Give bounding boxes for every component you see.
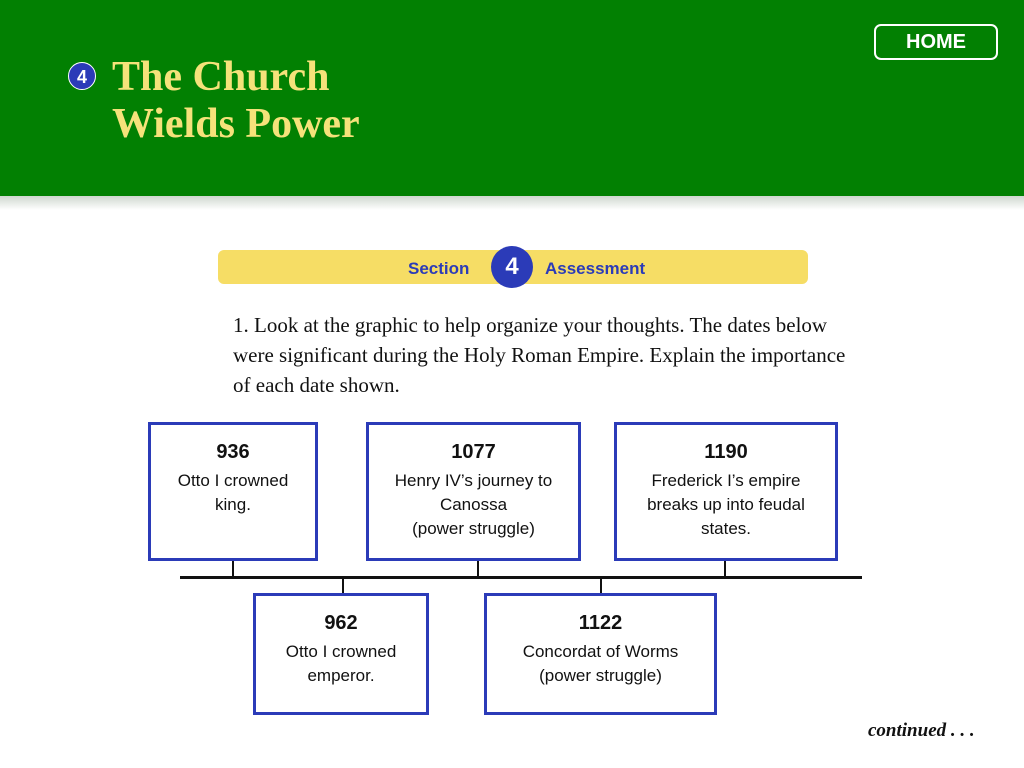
timeline-description: Otto I crowned king. (177, 471, 289, 514)
timeline-axis (180, 576, 862, 579)
timeline-description: Otto I crowned emperor. (285, 642, 397, 685)
timeline-tick (724, 561, 726, 577)
page-title: The Church Wields Power (112, 54, 360, 148)
timeline-year: 1190 (704, 441, 748, 463)
timeline-box-1077: 1077 Henry IV’s journey to Canossa (powe… (366, 422, 581, 561)
timeline-description: Frederick I’s empire breaks up into feud… (647, 471, 805, 538)
assessment-section-number: 4 (491, 246, 533, 288)
timeline-tick (600, 578, 602, 594)
timeline-year: 1122 (578, 612, 623, 634)
header-banner (0, 0, 1024, 196)
home-button[interactable]: HOME (874, 24, 998, 60)
timeline-year: 936 (216, 441, 250, 463)
timeline-tick (232, 561, 234, 577)
title-line-1: The Church (112, 54, 330, 100)
timeline-box-1122: 1122 Concordat of Worms (power struggle) (484, 593, 717, 715)
section-number-badge: 4 (68, 62, 96, 90)
assessment-label: Assessment (545, 259, 646, 278)
timeline-box-936: 936 Otto I crowned king. (148, 422, 318, 561)
continued-label: continued . . . (868, 720, 975, 741)
question-text: 1. Look at the graphic to help organize … (233, 313, 846, 397)
timeline-description: Henry IV’s journey to Canossa (power str… (394, 471, 553, 538)
timeline-box-962: 962 Otto I crowned emperor. (253, 593, 429, 715)
timeline-year: 1077 (451, 441, 496, 463)
assessment-section-label: Section (408, 259, 470, 278)
title-line-2: Wields Power (112, 101, 360, 147)
timeline-box-1190: 1190 Frederick I’s empire breaks up into… (614, 422, 838, 561)
timeline-description: Concordat of Worms (power struggle) (522, 642, 679, 685)
timeline-year: 962 (324, 612, 358, 634)
header-shadow (0, 196, 1024, 210)
timeline-tick (342, 578, 344, 594)
timeline-tick (477, 561, 479, 577)
